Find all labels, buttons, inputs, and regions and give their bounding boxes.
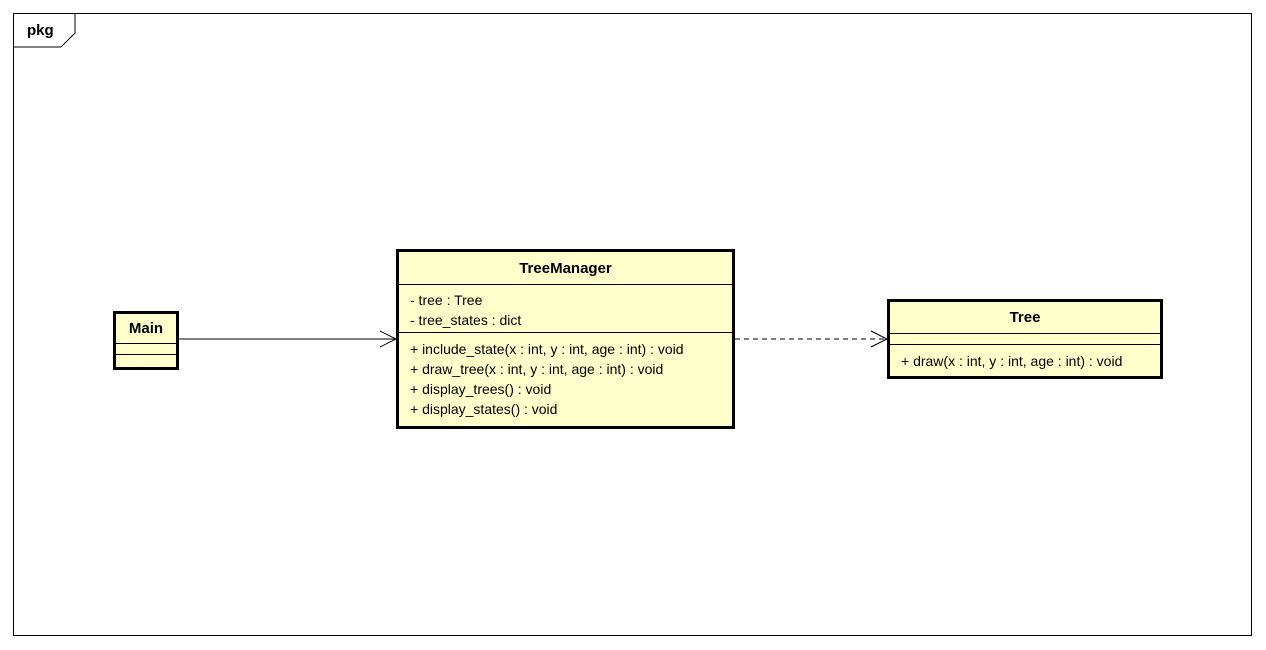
operation: + display_trees() : void xyxy=(410,381,552,397)
attribute: - tree : Tree xyxy=(410,292,483,308)
class-tree[interactable]: Tree + draw(x : int, y : int, age : int)… xyxy=(887,299,1163,379)
operation: + include_state(x : int, y : int, age : … xyxy=(410,341,684,357)
operation: + draw_tree(x : int, y : int, age : int)… xyxy=(410,361,664,377)
operations-compartment: + include_state(x : int, y : int, age : … xyxy=(399,333,732,419)
package-frame xyxy=(13,13,1252,636)
operation: + draw(x : int, y : int, age : int) : vo… xyxy=(901,353,1123,369)
attributes-compartment xyxy=(890,334,1160,345)
class-treemanager[interactable]: TreeManager - tree : Tree - tree_states … xyxy=(396,249,735,429)
operations-compartment: + draw(x : int, y : int, age : int) : vo… xyxy=(890,345,1160,371)
class-name: Tree xyxy=(890,302,1160,334)
attribute: - tree_states : dict xyxy=(410,312,522,328)
attributes-compartment xyxy=(116,344,176,355)
operation: + display_states() : void xyxy=(410,401,558,417)
class-name: Main xyxy=(116,314,176,344)
package-label: pkg xyxy=(27,22,54,39)
attributes-compartment: - tree : Tree - tree_states : dict xyxy=(399,285,732,333)
class-main[interactable]: Main xyxy=(113,311,179,370)
class-name: TreeManager xyxy=(399,252,732,285)
package-tab xyxy=(13,13,76,48)
